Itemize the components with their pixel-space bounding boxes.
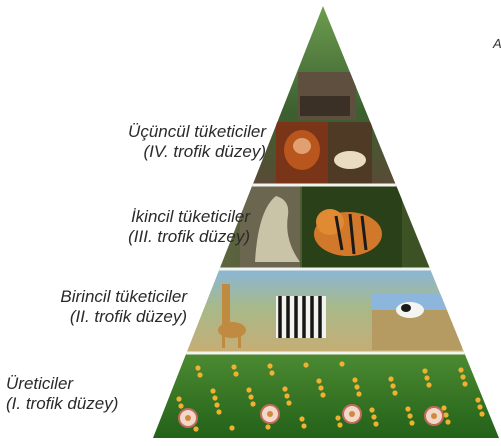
flower <box>157 359 163 365</box>
flower <box>407 413 413 419</box>
flower <box>405 406 411 412</box>
flower <box>392 390 398 396</box>
flower <box>445 419 451 425</box>
flower <box>250 401 256 407</box>
flower <box>216 409 222 415</box>
flower <box>210 388 216 394</box>
flower <box>356 391 362 397</box>
flower <box>462 381 468 387</box>
flower-center <box>267 411 273 417</box>
flower <box>178 403 184 409</box>
tier-primary-consumers <box>153 269 499 353</box>
flower <box>477 404 483 410</box>
flower <box>441 405 447 411</box>
flower <box>163 380 169 386</box>
flower <box>390 383 396 389</box>
label-tertiary-level: (IV. trofik düzey) <box>143 142 267 161</box>
flower <box>354 384 360 390</box>
cow-photo <box>372 294 462 350</box>
flower <box>246 387 252 393</box>
flower-center <box>349 411 355 417</box>
flower <box>214 402 220 408</box>
flower <box>197 372 203 378</box>
flower <box>460 374 466 380</box>
flower <box>422 368 428 374</box>
label-tertiary-name: Üçüncül tüketiciler <box>128 122 266 141</box>
label-primary: Birincil tüketiciler (II. trofik düzey) <box>60 287 187 327</box>
flower <box>265 424 271 430</box>
flower <box>318 385 324 391</box>
flower <box>475 397 481 403</box>
flower <box>371 414 377 420</box>
label-tertiary: Üçüncül tüketiciler (IV. trofik düzey) <box>128 122 266 162</box>
giraffe-photo <box>218 284 246 348</box>
flower <box>388 376 394 382</box>
tier-producers <box>153 353 499 438</box>
flower <box>193 426 199 432</box>
flower <box>286 400 292 406</box>
flower <box>479 411 485 417</box>
flower <box>212 395 218 401</box>
flower <box>426 382 432 388</box>
flower <box>443 412 449 418</box>
flower <box>409 420 415 426</box>
label-producers-name: Üreticiler <box>6 374 74 393</box>
flower <box>284 393 290 399</box>
flower <box>335 415 341 421</box>
flower <box>161 373 167 379</box>
label-producers: Üreticiler (I. trofik düzey) <box>6 374 118 414</box>
flower <box>195 365 201 371</box>
label-secondary-level: (III. trofik düzey) <box>128 227 250 246</box>
flower <box>267 363 273 369</box>
flower <box>369 407 375 413</box>
flower <box>248 394 254 400</box>
zebra-photo <box>276 296 326 338</box>
label-primary-name: Birincil tüketiciler <box>60 287 187 306</box>
flower <box>424 375 430 381</box>
label-secondary: İkincil tüketiciler (III. trofik düzey) <box>128 207 250 247</box>
flower <box>282 386 288 392</box>
flower <box>233 371 239 377</box>
flower <box>316 378 322 384</box>
flower <box>352 377 358 383</box>
flower <box>229 425 235 431</box>
flower <box>373 421 379 427</box>
flower-center <box>185 415 191 421</box>
flower-center <box>431 413 437 419</box>
label-producers-level: (I. trofik düzey) <box>6 394 119 413</box>
flower <box>299 416 305 422</box>
flower <box>159 366 165 372</box>
flower <box>301 423 307 429</box>
flower <box>337 422 343 428</box>
flower <box>269 370 275 376</box>
flower <box>303 362 309 368</box>
flower <box>320 392 326 398</box>
flower <box>339 361 345 367</box>
flower-field <box>157 359 485 432</box>
flower <box>176 396 182 402</box>
corner-mark: A <box>493 36 501 51</box>
label-secondary-name: İkincil tüketiciler <box>130 207 250 226</box>
label-primary-level: (II. trofik düzey) <box>69 307 187 326</box>
flower <box>458 367 464 373</box>
flower <box>231 364 237 370</box>
